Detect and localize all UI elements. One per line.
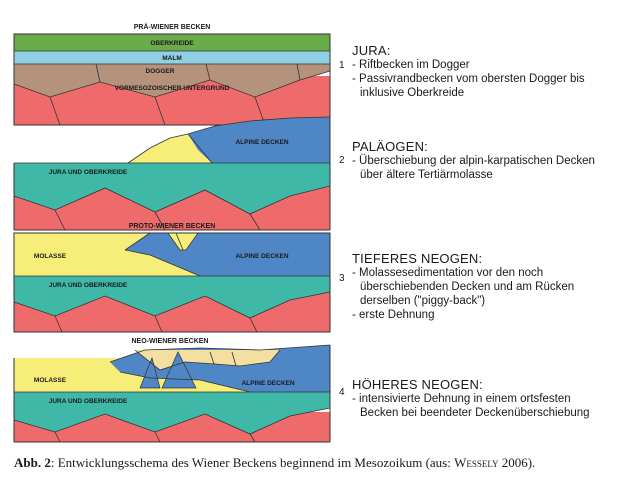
neo-basin-fill <box>135 350 280 370</box>
description-1: JURA: - Riftbecken im Dogger - Passivran… <box>352 44 585 100</box>
malm-layer <box>14 51 330 64</box>
alpine-decken-label: ALPINE DECKEN <box>235 139 288 146</box>
jura-oberkreide-layer <box>14 163 330 214</box>
horst-block-left <box>139 356 161 389</box>
molasse-layer <box>128 134 212 163</box>
step-number-3: 3 <box>339 273 345 284</box>
description-line: - Molassesedimentation vor den noch <box>352 267 544 279</box>
panel3-top-label: PROTO-WIENER BECKEN <box>129 223 216 230</box>
description-line: über ältere Tertiärmolasse <box>360 169 493 181</box>
description-4: HÖHERES NEOGEN: - intensivierte Dehnung … <box>352 378 590 420</box>
alpine-decken-label: ALPINE DECKEN <box>241 380 294 387</box>
dogger-layer <box>14 64 330 97</box>
caption-author: Wessely <box>454 455 499 470</box>
description-title: TIEFERES NEOGEN: <box>352 251 483 266</box>
description-title: PALÄOGEN: <box>352 139 428 154</box>
jura-oberkreide-layer <box>14 392 330 434</box>
step-number-1: 1 <box>339 60 345 71</box>
panel-4: NEO-WIENER BECKEN MOLASSE ALPINE DECKEN … <box>13 338 331 443</box>
description-title: JURA: <box>352 43 391 58</box>
description-line: - erste Dehnung <box>352 309 435 321</box>
step-number-4: 4 <box>339 387 345 398</box>
panel4-top-label: NEO-WIENER BECKEN <box>131 338 208 345</box>
jura-oberkreide-label: JURA UND OBERKREIDE <box>49 398 128 405</box>
untergrund-label: VORMESOZOISCHER UNTERGRUND <box>115 85 230 92</box>
description-2: PALÄOGEN: - Überschiebung der alpin-karp… <box>352 140 595 182</box>
molasse-label: MOLASSE <box>34 377 67 384</box>
description-line: - Überschiebung der alpin-karpatischen D… <box>352 155 595 167</box>
alpine-decken-label: ALPINE DECKEN <box>235 253 288 260</box>
panel-3: PROTO-WIENER BECKEN MOLASSE ALPINE DECKE… <box>13 223 331 333</box>
caption-suffix: 2006). <box>498 455 536 470</box>
jura-oberkreide-label: JURA UND OBERKREIDE <box>49 282 128 289</box>
description-line: Becken bei beendeter Deckenüberschiebung <box>360 407 590 419</box>
description-3: TIEFERES NEOGEN: - Molassesedimentation … <box>352 252 574 322</box>
description-line: überschiebenden Decken und am Rücken <box>360 281 575 293</box>
step-number-2: 2 <box>339 155 345 166</box>
description-title: HÖHERES NEOGEN: <box>352 377 483 392</box>
description-line: - Riftbecken im Dogger <box>352 59 470 71</box>
panel1-top-label: PRÄ-WIENER BECKEN <box>134 23 211 31</box>
oberkreide-label: OBERKREIDE <box>150 40 194 47</box>
alpine-decken <box>188 117 330 163</box>
description-line: inklusive Oberkreide <box>360 87 465 99</box>
caption-text: : Entwicklungsschema des Wiener Beckens … <box>50 455 455 470</box>
oberkreide-layer <box>14 34 330 51</box>
description-line: derselben ("piggy-back") <box>360 295 486 307</box>
panel-2: ALPINE DECKEN JURA UND OBERKREIDE <box>13 116 331 231</box>
molasse-label: MOLASSE <box>34 253 67 260</box>
description-line: - Passivrandbecken vom obersten Dogger b… <box>352 73 585 85</box>
dogger-label: DOGGER <box>146 68 175 75</box>
figure-caption: Abb. 2: Entwicklungsschema des Wiener Be… <box>14 455 535 471</box>
jura-oberkreide-label: JURA UND OBERKREIDE <box>49 169 128 176</box>
caption-prefix: Abb. 2 <box>14 455 51 470</box>
description-line: - intensivierte Dehnung in einem ortsfes… <box>352 393 571 405</box>
jura-oberkreide-layer <box>14 276 330 318</box>
panel-1: PRÄ-WIENER BECKEN OBERKREIDE MALM DOGGER… <box>13 23 331 126</box>
malm-label: MALM <box>162 55 182 62</box>
